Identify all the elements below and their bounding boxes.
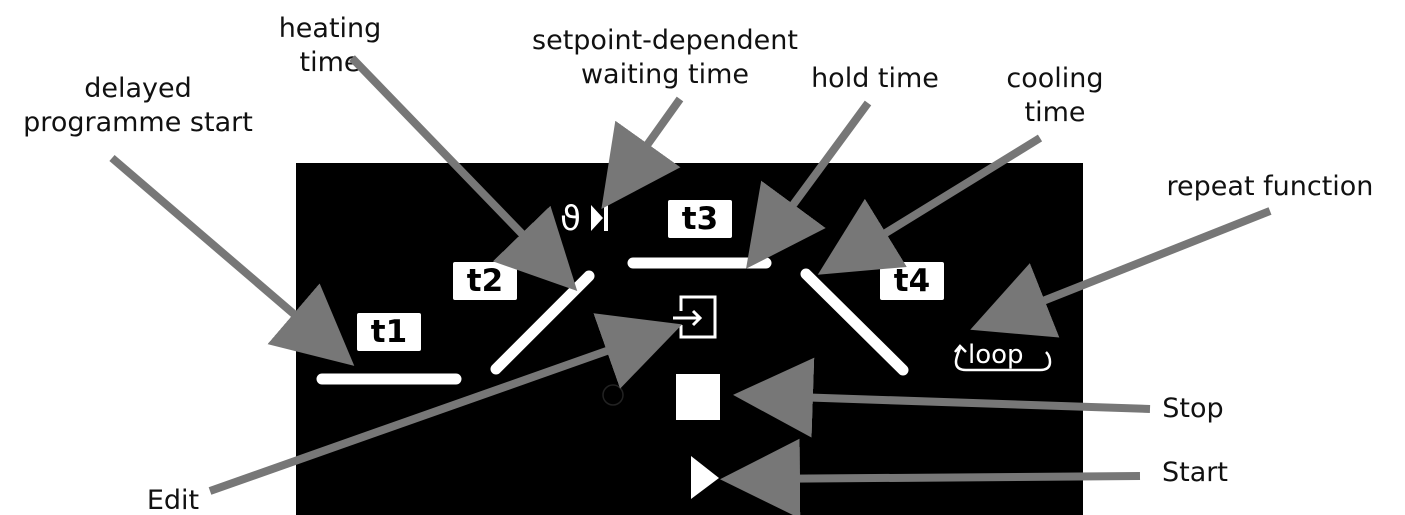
start-icon (691, 456, 719, 499)
arrow-heating-time (349, 55, 578, 292)
arrow-start (720, 438, 1141, 515)
arrow-delayed-start (109, 154, 355, 366)
loop-label: loop (968, 340, 1024, 370)
callout-start: Start (1162, 457, 1228, 488)
stop-icon (676, 374, 720, 420)
loop-icon (954, 344, 1052, 372)
callout-hold-time: hold time (811, 63, 939, 94)
waiting-end-icon (591, 205, 608, 231)
callout-waiting-time: setpoint-dependent waiting time (532, 25, 798, 90)
arrow-edit (208, 313, 683, 495)
indicator-circle (602, 384, 624, 406)
edit-icon (673, 295, 717, 339)
arrow-cooling-time (817, 134, 1043, 275)
callout-repeat-function: repeat function (1166, 171, 1374, 202)
callout-stop: Stop (1162, 393, 1224, 424)
t1-label: t1 (357, 313, 421, 351)
callout-delayed-start: delayed programme start (23, 73, 253, 138)
callout-heating-time: heating time (278, 13, 382, 78)
callout-cooling-time: cooling time (1006, 63, 1104, 128)
arrow-waiting-time (601, 96, 684, 210)
segment-t4 (800, 268, 909, 376)
callout-edit: Edit (146, 485, 200, 515)
arrow-hold-time (746, 100, 872, 269)
segment-t2 (490, 270, 595, 375)
arrow-stop (733, 357, 1151, 438)
arrow-repeat-function (970, 207, 1272, 338)
